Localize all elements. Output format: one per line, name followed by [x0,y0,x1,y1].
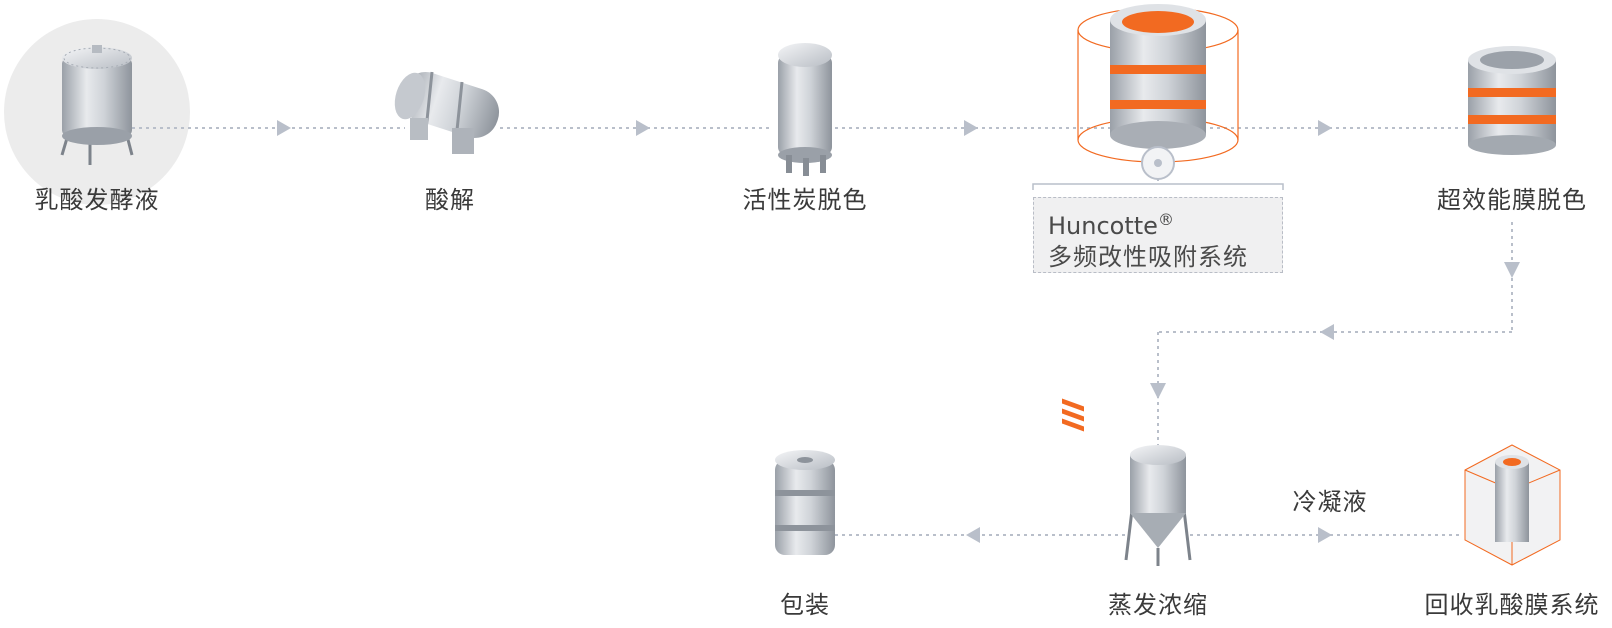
system-brand: Huncotte® [1048,204,1268,242]
fermentation-tank-icon [60,45,134,165]
evaporation-tank-icon [1124,445,1192,566]
node-label-packaging: 包装 [780,591,830,619]
node-label-evaporation: 蒸发浓缩 [1108,591,1208,619]
system-bracket [1032,183,1284,190]
node-label-recovery: 回收乳酸膜系统 [1424,591,1600,619]
arrow-right-icon [1318,527,1332,543]
arrow-down-icon [1504,262,1520,278]
huncotte-adsorption-system-icon [1062,4,1239,432]
packaging-keg-icon [775,450,835,555]
node-label-acidolysis: 酸解 [425,186,475,214]
arrow-right-icon [277,120,291,136]
flow-arrows [277,120,1520,543]
activated-carbon-tank-icon [778,43,832,176]
node-label-activated-carbon: 活性炭脱色 [742,186,868,214]
huncotte-system-caption: Huncotte® 多频改性吸附系统 [1033,197,1283,273]
acidolysis-tank-icon [394,71,500,154]
arrow-left-icon [1320,324,1334,340]
arrow-left-icon [966,527,980,543]
node-label-fermentation-broth: 乳酸发酵液 [34,186,160,214]
arrow-down-icon [1150,383,1166,399]
membrane-decolor-icon [1468,46,1556,155]
system-brand-name: Huncotte [1048,212,1158,240]
arrow-right-icon [1318,120,1332,136]
arrow-right-icon [636,120,650,136]
node-label-membrane-decolor: 超效能膜脱色 [1437,186,1587,214]
edge-label-condensate: 冷凝液 [1292,488,1368,516]
arrow-right-icon [964,120,978,136]
trademark-symbol: ® [1157,210,1174,229]
system-name: 多频改性吸附系统 [1048,243,1248,271]
recovery-membrane-icon [1464,444,1561,566]
